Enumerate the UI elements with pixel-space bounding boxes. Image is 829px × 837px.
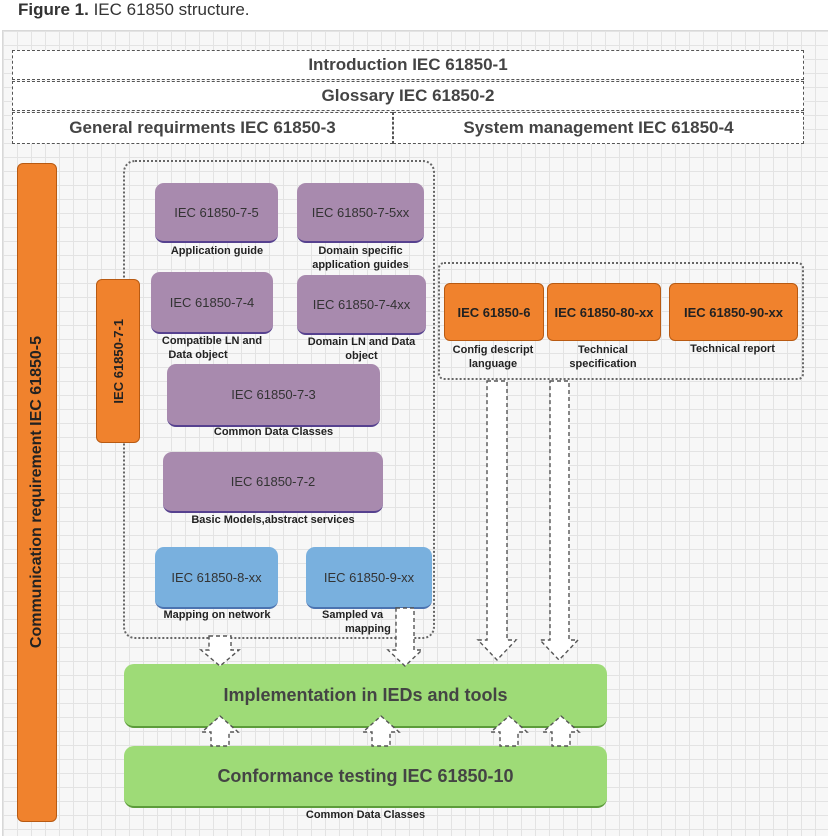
box-7-5: IEC 61850-7-5 [155, 183, 278, 243]
figure-caption: Figure 1. IEC 61850 structure. [18, 0, 250, 22]
box-7-4xx-title: IEC 61850-7-4xx [312, 296, 411, 312]
general-requirements-text: General requirments IEC 61850-3 [69, 118, 336, 137]
box-7-4xx-label-1: Domain LN and Data [307, 336, 416, 348]
box-7-5xx-label-2: application guides [312, 259, 409, 271]
figure-title: IEC 61850 structure. [88, 0, 250, 19]
box-61850-6-label-2: language [468, 358, 518, 370]
box-8-xx-title: IEC 61850-8-xx [171, 569, 262, 585]
box-61850-80-title: IEC 61850-80-xx [554, 304, 654, 320]
box-7-5xx-title: IEC 61850-7-5xx [311, 204, 410, 220]
conformance-bar: Conformance testing IEC 61850-10 [124, 746, 607, 808]
box-61850-90-label: Technical report [690, 343, 775, 355]
box-7-5-title: IEC 61850-7-5 [174, 204, 259, 220]
box-9-xx: IEC 61850-9-xx [306, 547, 432, 609]
box-9-xx-label-2: mapping [345, 623, 391, 635]
box-7-2: IEC 61850-7-2 [163, 452, 383, 513]
config-group [438, 262, 804, 380]
box-61850-80-label-1: Technical [578, 344, 628, 356]
implementation-bar: Implementation in IEDs and tools [124, 664, 607, 728]
box-7-4-label-2: Data object [168, 349, 228, 361]
part-7-1-text: IEC 61850-7-1 [110, 318, 126, 404]
box-61850-80: IEC 61850-80-xx [547, 283, 661, 341]
glossary-box: Glossary IEC 61850-2 [12, 81, 804, 111]
box-9-xx-title: IEC 61850-9-xx [323, 569, 415, 585]
box-7-4xx-label-2: object [345, 350, 378, 362]
conformance-text: Conformance testing IEC 61850-10 [217, 765, 514, 786]
box-61850-6-label-1: Config descript [452, 344, 534, 356]
box-8-xx-label: Mapping on network [163, 609, 271, 621]
glossary-text: Glossary IEC 61850-2 [321, 86, 495, 105]
box-7-3: IEC 61850-7-3 [167, 364, 380, 427]
box-7-4: IEC 61850-7-4 [151, 272, 273, 334]
box-7-4xx: IEC 61850-7-4xx [297, 275, 426, 335]
box-7-3-label: Common Data Classes [213, 426, 334, 438]
communication-requirement-text: Communication requirement IEC 61850-5 [28, 336, 45, 649]
implementation-text: Implementation in IEDs and tools [223, 684, 508, 705]
box-61850-90: IEC 61850-90-xx [669, 283, 798, 341]
box-8-xx: IEC 61850-8-xx [155, 547, 278, 609]
box-61850-6: IEC 61850-6 [444, 283, 544, 341]
box-61850-90-title: IEC 61850-90-xx [683, 304, 783, 320]
system-management-box: System management IEC 61850-4 [393, 112, 804, 144]
communication-requirement-bar: Communication requirement IEC 61850-5 [17, 163, 57, 822]
box-7-2-label: Basic Models,abstract services [191, 514, 355, 526]
box-7-5xx: IEC 61850-7-5xx [297, 183, 424, 243]
box-61850-6-title: IEC 61850-6 [457, 304, 531, 320]
introduction-text: Introduction IEC 61850-1 [308, 55, 508, 74]
part-7-1-bar: IEC 61850-7-1 [96, 279, 140, 443]
box-61850-80-label-2: specification [569, 358, 637, 370]
box-7-5-label: Application guide [170, 245, 264, 257]
box-9-xx-label-1: Sampled va [322, 609, 384, 621]
introduction-box: Introduction IEC 61850-1 [12, 50, 804, 80]
box-7-2-title: IEC 61850-7-2 [230, 474, 316, 489]
box-7-3-title: IEC 61850-7-3 [231, 387, 316, 402]
box-7-4-label-1: Compatible LN and [161, 335, 263, 347]
system-management-text: System management IEC 61850-4 [463, 118, 734, 137]
box-7-5xx-label-1: Domain specific [318, 245, 403, 257]
box-7-4-title: IEC 61850-7-4 [169, 294, 255, 310]
footer-label: Common Data Classes [305, 809, 426, 821]
general-requirements-box: General requirments IEC 61850-3 [12, 112, 393, 144]
figure-label: Figure 1. [18, 0, 89, 19]
